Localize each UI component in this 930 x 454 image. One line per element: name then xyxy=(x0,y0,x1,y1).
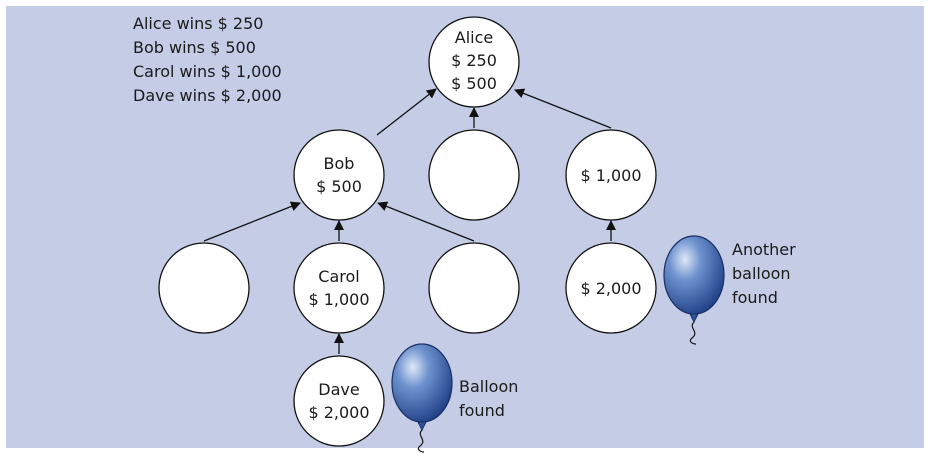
legend-line: Dave wins $ 2,000 xyxy=(133,86,282,105)
node-right-leaf-amount: $ 2,000 xyxy=(580,279,641,298)
nodes xyxy=(158,16,657,447)
node-right-top xyxy=(565,129,657,221)
node-right-top-amount: $ 1,000 xyxy=(580,166,641,185)
edge-right-to-alice xyxy=(514,88,612,129)
node-right-leaf xyxy=(565,242,657,334)
caption-line: Another xyxy=(732,240,796,259)
node-carol-amount: $ 1,000 xyxy=(308,290,369,309)
node-bob xyxy=(293,129,385,221)
balloon-icon xyxy=(391,343,453,453)
node-dave-amount: $ 2,000 xyxy=(308,403,369,422)
balloon-icon xyxy=(663,235,725,345)
balloon-found-caption: Balloon found xyxy=(459,377,518,420)
legend-line: Alice wins $ 250 xyxy=(133,14,264,33)
edge-mid-leaf-to-bob xyxy=(377,201,475,242)
node-alice xyxy=(428,16,520,108)
edge-bob-to-alice xyxy=(376,88,437,136)
node-alice-amount: $ 500 xyxy=(451,74,497,93)
node-dave-name: Dave xyxy=(318,380,359,399)
caption-line: found xyxy=(459,401,505,420)
caption-line: Balloon xyxy=(459,377,518,396)
another-balloon-found-caption: Another balloon found xyxy=(732,240,796,307)
edges xyxy=(203,88,616,354)
caption-line: balloon xyxy=(732,264,791,283)
node-bob-name: Bob xyxy=(324,154,355,173)
caption-line: found xyxy=(732,288,778,307)
node-mid-top xyxy=(428,129,520,221)
node-labels: Alice $ 250 $ 500 Bob $ 500 $ 1,000 Caro… xyxy=(308,28,641,422)
node-left-leaf xyxy=(158,242,250,334)
node-mid-leaf xyxy=(428,242,520,334)
edge-left-leaf-to-bob xyxy=(203,201,301,242)
winnings-legend: Alice wins $ 250 Bob wins $ 500 Carol wi… xyxy=(133,12,282,108)
node-carol-name: Carol xyxy=(318,267,359,286)
node-alice-amount: $ 250 xyxy=(451,51,497,70)
node-alice-name: Alice xyxy=(455,28,493,47)
node-bob-amount: $ 500 xyxy=(316,177,362,196)
legend-line: Bob wins $ 500 xyxy=(133,38,256,57)
legend-line: Carol wins $ 1,000 xyxy=(133,62,282,81)
node-carol xyxy=(293,242,385,334)
node-dave xyxy=(293,355,385,447)
